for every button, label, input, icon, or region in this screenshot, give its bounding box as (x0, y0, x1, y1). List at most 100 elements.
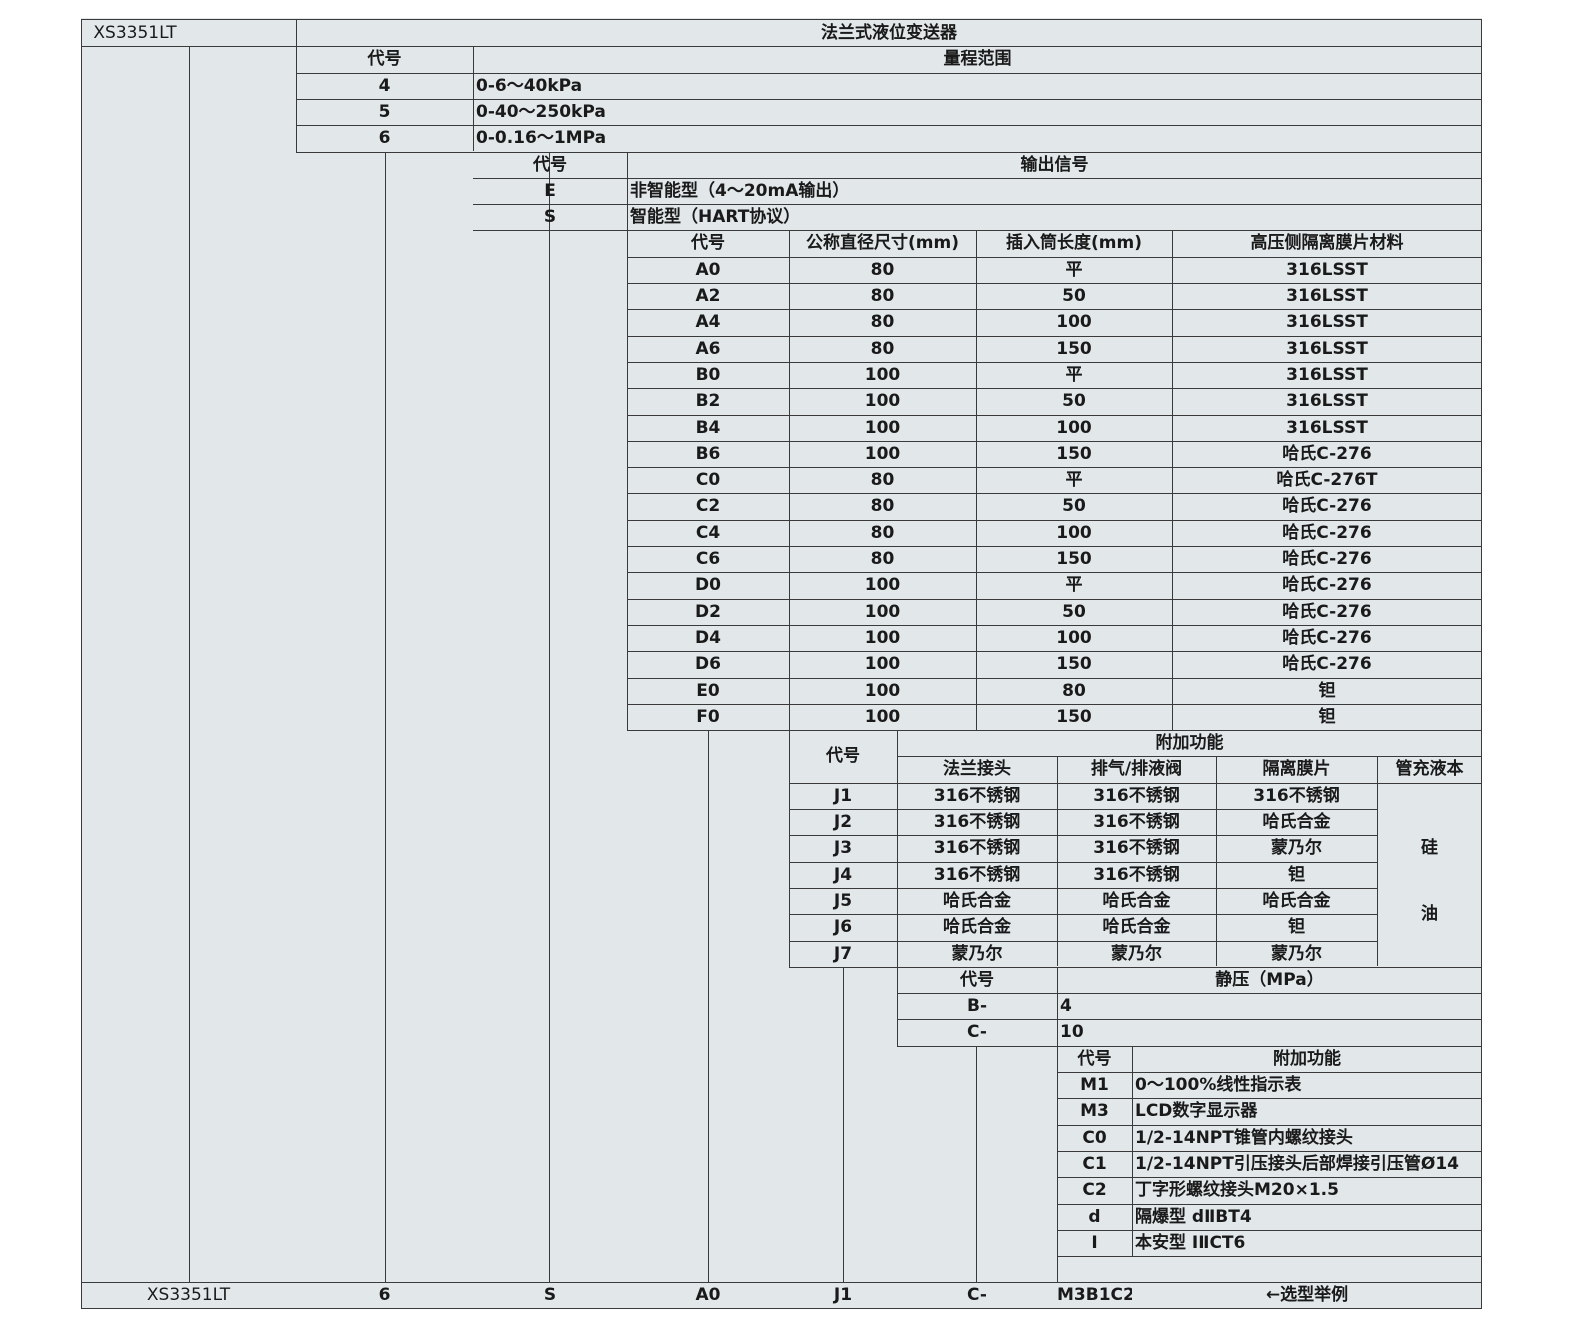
grid-line (897, 756, 1482, 757)
flange-cell: 哈氏C-276 (1282, 654, 1372, 674)
fill-liquid-char: 硅 (1421, 838, 1438, 858)
options-code: d (1088, 1207, 1101, 1227)
output-code-header: 代号 (533, 155, 567, 175)
flange-cell: 哈氏C-276 (1282, 628, 1372, 648)
range-value: 0-0.16～1MPa (476, 128, 607, 148)
grid-line (473, 46, 474, 151)
grid-line (627, 520, 1482, 521)
grid-line (789, 941, 1377, 942)
grid-line (296, 99, 1482, 100)
flange-cell: A6 (695, 339, 721, 359)
flange-cell: 100 (1056, 523, 1092, 543)
material-cell: 316不锈钢 (1253, 786, 1340, 806)
flange-header: 高压侧隔离膜片材料 (1250, 233, 1404, 253)
grid-line (627, 651, 1482, 652)
grid-line (81, 1308, 1482, 1309)
flange-cell: B4 (695, 418, 721, 438)
flange-cell: 100 (864, 654, 901, 674)
flange-cell: C2 (695, 496, 721, 516)
material-cell: 316不锈钢 (933, 812, 1021, 832)
flange-cell: 平 (1065, 575, 1083, 595)
grid-line (1057, 1256, 1482, 1257)
grid-line (296, 152, 1482, 153)
static-code: B- (966, 996, 987, 1016)
flange-cell: 哈氏C-276 (1282, 549, 1372, 569)
grid-line (897, 993, 1482, 994)
options-code: C2 (1082, 1180, 1107, 1200)
fill-liquid-char: 油 (1421, 904, 1438, 924)
grid-line (627, 678, 1482, 679)
grid-line (627, 625, 1482, 626)
flange-cell: 50 (1062, 286, 1086, 306)
static-value: 4 (1060, 996, 1072, 1016)
table-background (81, 18, 1482, 1309)
flange-cell: 100 (864, 681, 901, 701)
options-title: 附加功能 (1273, 1049, 1341, 1069)
flange-cell: 150 (1056, 707, 1092, 727)
material-code-header: 代号 (826, 746, 860, 766)
grid-line (473, 178, 1482, 179)
grid-line (789, 967, 1377, 968)
material-cell: J7 (833, 944, 853, 964)
flange-cell: 100 (864, 628, 901, 648)
grid-line (1377, 967, 1482, 968)
example-cell: C- (967, 1285, 987, 1305)
material-cell: 316不锈钢 (1093, 786, 1180, 806)
material-cell: J5 (833, 891, 853, 911)
material-header: 隔离膜片 (1262, 759, 1331, 779)
material-cell: 316不锈钢 (1093, 838, 1180, 858)
flange-cell: 100 (864, 575, 901, 595)
flange-cell: 80 (870, 549, 895, 569)
material-cell: 316不锈钢 (1093, 865, 1180, 885)
range-code: 4 (378, 76, 391, 96)
material-title: 附加功能 (1155, 733, 1224, 753)
grid-line (1057, 756, 1058, 966)
range-title: 量程范围 (943, 49, 1012, 69)
material-cell: 316不锈钢 (933, 865, 1021, 885)
material-header: 法兰接头 (943, 759, 1011, 779)
material-cell: 蒙乃尔 (1271, 838, 1322, 858)
example-cell: 6 (378, 1285, 391, 1305)
flange-cell: 316LSST (1286, 286, 1368, 306)
flange-header: 公称直径尺寸(mm) (806, 233, 959, 253)
range-value: 0-6～40kPa (476, 76, 583, 96)
grid-line (627, 572, 1482, 573)
flange-cell: D2 (695, 602, 721, 622)
flange-header: 插入筒长度(mm) (1006, 233, 1142, 253)
material-header: 排气/排液阀 (1090, 759, 1183, 779)
options-value: 隔爆型 dⅡBT4 (1135, 1207, 1252, 1227)
output-code: E (544, 181, 556, 201)
material-cell: 316不锈钢 (933, 786, 1021, 806)
grid-line (789, 888, 1377, 889)
flange-cell: 80 (1062, 681, 1086, 701)
options-value: 0～100%线性指示表 (1135, 1075, 1302, 1095)
flange-cell: 316LSST (1286, 365, 1368, 385)
grid-line (976, 230, 977, 730)
flange-cell: 钽 (1318, 707, 1336, 727)
grid-line (897, 1019, 1482, 1020)
options-value: 1/2-14NPT引压接头后部焊接引压管Ø14 (1135, 1154, 1459, 1174)
material-cell: J6 (833, 917, 853, 937)
grid-line (897, 1046, 1482, 1047)
example-cell: XS3351LT (146, 1285, 231, 1305)
options-code: M1 (1080, 1075, 1109, 1095)
grid-line (296, 46, 1482, 47)
flange-cell: 50 (1062, 391, 1086, 411)
flange-cell: 哈氏C-276 (1282, 444, 1372, 464)
material-cell: 哈氏合金 (943, 891, 1011, 911)
grid-line (627, 283, 1482, 284)
material-cell: J1 (833, 786, 853, 806)
grid-line (81, 1282, 1482, 1283)
grid-line (627, 152, 628, 231)
flange-cell: A4 (695, 312, 721, 332)
grid-line (1172, 230, 1173, 730)
grid-line (789, 914, 1377, 915)
material-cell: 蒙乃尔 (1111, 944, 1162, 964)
flange-cell: 100 (864, 365, 901, 385)
flange-cell: 50 (1062, 496, 1086, 516)
flange-cell: 哈氏C-276 (1282, 523, 1372, 543)
material-cell: J3 (833, 838, 853, 858)
material-cell: 钽 (1288, 865, 1305, 885)
flange-cell: 哈氏C-276 (1282, 575, 1372, 595)
flange-cell: D4 (695, 628, 721, 648)
